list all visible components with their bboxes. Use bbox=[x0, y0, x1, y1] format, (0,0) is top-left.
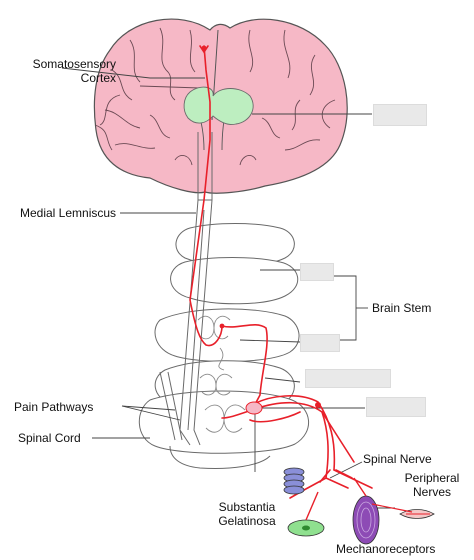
brain-sulci bbox=[94, 27, 336, 166]
thalamus bbox=[183, 86, 254, 125]
label-substantia-line2: Gelatinosa bbox=[218, 514, 276, 528]
label-spinal-cord: Spinal Cord bbox=[18, 431, 81, 445]
label-peripheral-line1: Peripheral bbox=[404, 471, 460, 485]
lemniscus-tract bbox=[159, 132, 213, 446]
medulla bbox=[154, 308, 300, 363]
label-pain-pathways: Pain Pathways bbox=[14, 400, 94, 414]
label-somatosensory-cortex: Somatosensory Cortex bbox=[0, 57, 116, 85]
label-peripheral-nerves: Peripheral Nerves bbox=[395, 471, 469, 499]
brainstem-segments bbox=[138, 223, 310, 469]
pons bbox=[170, 257, 298, 305]
midbrain bbox=[175, 223, 295, 267]
blank-dorsal-horn-label bbox=[366, 397, 426, 417]
blank-thalamus-label bbox=[373, 104, 427, 126]
blank-medulla-label bbox=[300, 334, 340, 352]
merkel-receptor bbox=[283, 467, 305, 495]
label-substantia-line1: Substantia bbox=[218, 500, 276, 514]
free-nerve-ending-cell bbox=[287, 491, 325, 537]
mechanoreceptors-group bbox=[283, 467, 435, 545]
label-substantia-gelatinosa: Substantia Gelatinosa bbox=[206, 500, 288, 528]
blank-tract-label bbox=[305, 369, 391, 388]
blank-pons-label bbox=[300, 263, 334, 281]
substantia-gelatinosa-region bbox=[245, 401, 263, 415]
label-mechanoreceptors: Mechanoreceptors bbox=[336, 542, 436, 556]
label-spinal-nerve: Spinal Nerve bbox=[363, 452, 432, 466]
label-somatosensory-line2: Cortex bbox=[80, 71, 116, 85]
pacinian-corpuscle bbox=[352, 477, 380, 545]
label-peripheral-line2: Nerves bbox=[412, 485, 451, 499]
leader-lines bbox=[61, 67, 395, 509]
brain bbox=[93, 18, 348, 194]
spindle-receptor bbox=[371, 503, 435, 519]
label-somatosensory-line1: Somatosensory bbox=[32, 57, 116, 71]
label-brain-stem: Brain Stem bbox=[372, 301, 432, 315]
label-medial-lemniscus: Medial Lemniscus bbox=[20, 206, 117, 220]
